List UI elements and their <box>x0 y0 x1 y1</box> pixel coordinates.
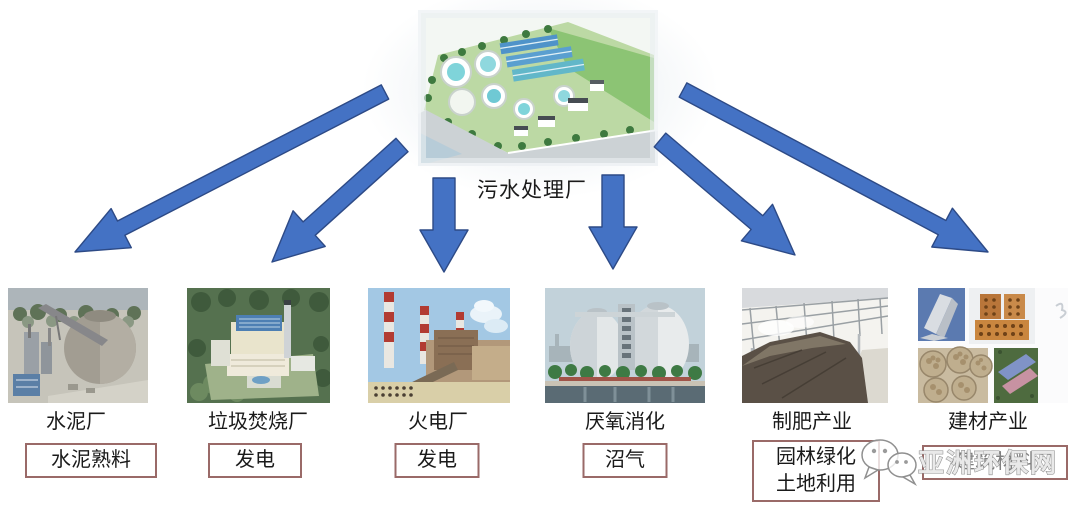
facility-name-cement: 水泥厂 <box>46 411 106 433</box>
compost-shed-photo <box>742 288 888 403</box>
facility-name-anaerobic: 厌氧消化 <box>585 411 665 433</box>
watermark: 亚洲环保网 <box>861 439 1058 487</box>
output-label: 发电 <box>417 449 457 471</box>
output-box-fertilizer: 园林绿化 土地利用 <box>752 440 880 502</box>
facility-name-materials: 建材产业 <box>948 411 1028 433</box>
facility-name-thermal: 火电厂 <box>408 411 468 433</box>
wechat-icon <box>861 439 917 487</box>
waste-incineration-photo <box>187 288 330 403</box>
cement-plant-photo <box>8 288 148 403</box>
watermark-text: 亚洲环保网 <box>918 448 1058 478</box>
output-label: 土地利用 <box>776 473 856 495</box>
arrow-to-building-materials <box>678 82 989 253</box>
facility-name-fertilizer: 制肥产业 <box>772 411 852 433</box>
building-materials-photo <box>918 288 1068 403</box>
output-box-materials: 建筑材料 <box>922 445 1068 480</box>
wastewater-plant-aerial-photo <box>418 10 658 166</box>
arrow-to-cement-plant <box>74 84 390 253</box>
thermal-power-plant-photo <box>368 288 510 403</box>
output-label: 沼气 <box>605 449 645 471</box>
output-label: 水泥熟料 <box>51 449 131 471</box>
output-label: 园林绿化 <box>776 446 856 468</box>
output-box-thermal: 发电 <box>394 443 480 478</box>
output-box-incineration: 发电 <box>208 443 302 478</box>
output-label: 建筑材料 <box>955 451 1035 473</box>
anaerobic-digester-photo <box>545 288 705 403</box>
facility-name-incineration: 垃圾焚烧厂 <box>208 411 308 433</box>
diagram-title: 污水处理厂 <box>477 179 587 202</box>
output-label: 发电 <box>235 449 275 471</box>
output-box-anaerobic: 沼气 <box>582 443 668 478</box>
output-box-cement: 水泥熟料 <box>25 443 157 478</box>
